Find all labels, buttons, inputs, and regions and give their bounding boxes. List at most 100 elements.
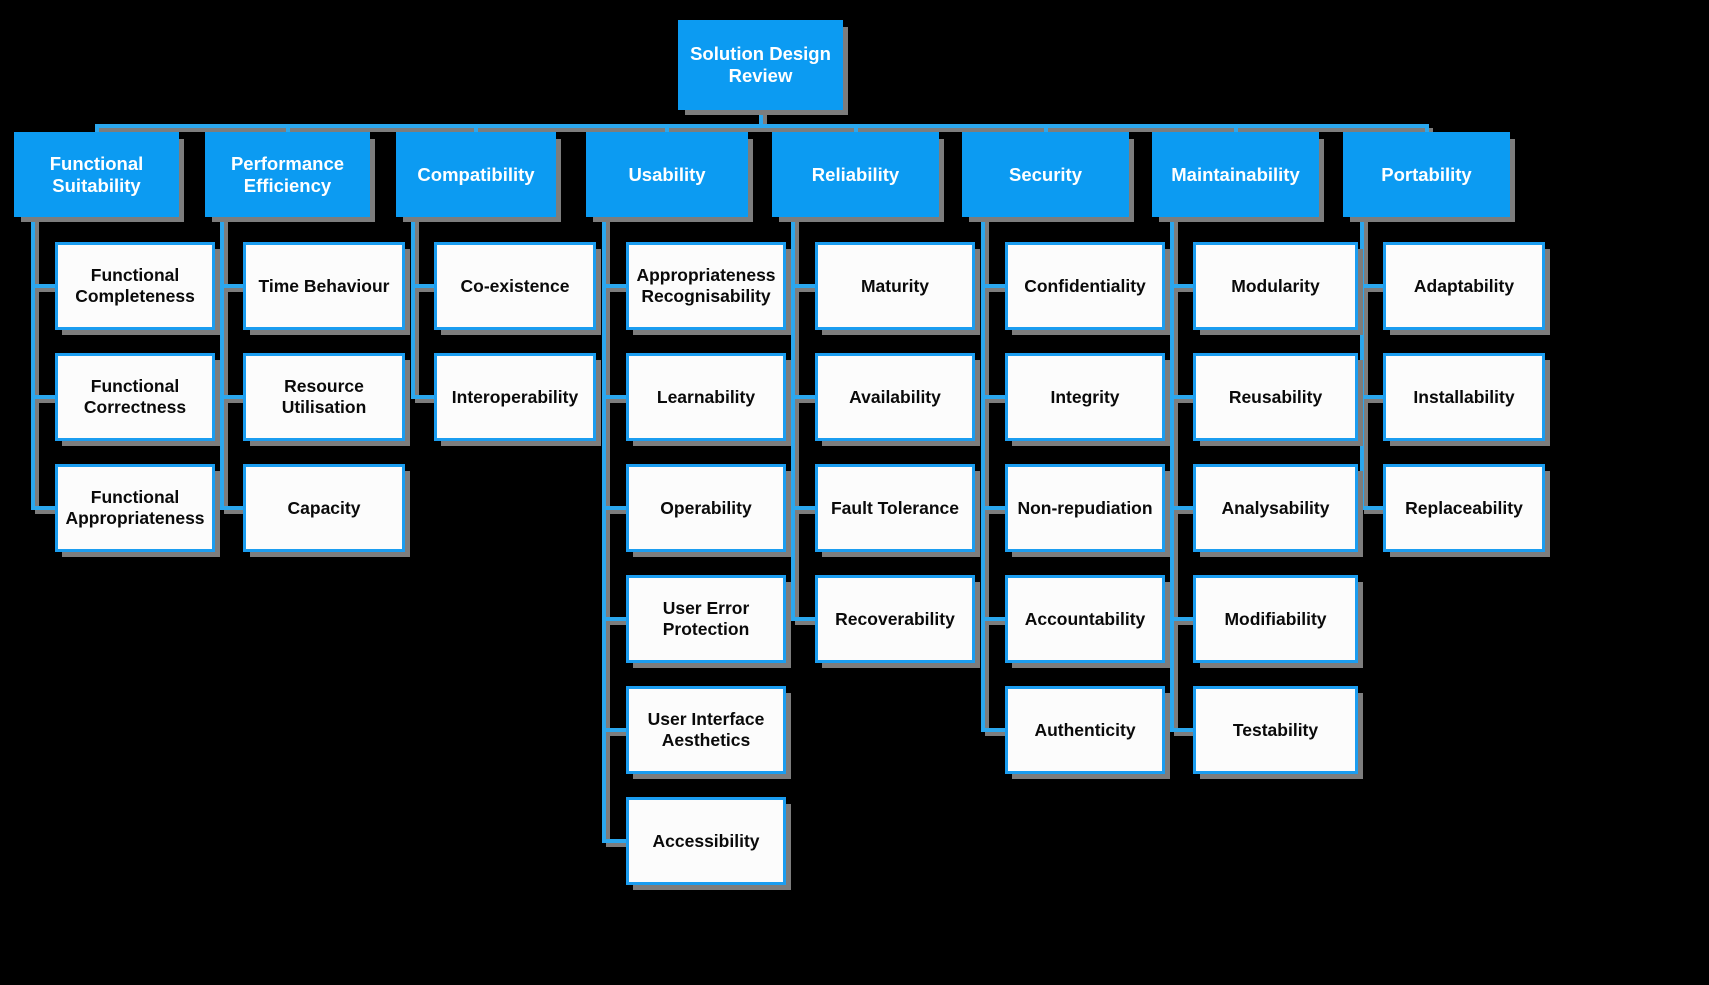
child-elbow-usability-3 [602, 617, 626, 621]
leaf-node-functional-suitability-2-label: Functional Appropriateness [65, 487, 205, 528]
leaf-node-usability-1[interactable]: Learnability [626, 353, 786, 441]
leaf-node-reliability-0-label: Maturity [860, 275, 930, 296]
child-elbow-portability-1 [1360, 395, 1383, 399]
root-node[interactable]: Solution Design Review [678, 20, 843, 110]
child-elbow-reliability-0 [791, 284, 815, 288]
leaf-node-performance-efficiency-2[interactable]: Capacity [243, 464, 405, 552]
leaf-node-functional-suitability-0-label: Functional Completeness [75, 265, 195, 306]
category-node-portability-label: Portability [1381, 163, 1472, 185]
leaf-node-performance-efficiency-0-label: Time Behaviour [258, 275, 390, 296]
leaf-node-reliability-3-label: Recoverability [835, 608, 955, 629]
leaf-node-compatibility-1[interactable]: Interoperability [434, 353, 596, 441]
child-elbow-usability-1-shadow [606, 399, 630, 403]
child-elbow-portability-2-shadow [1364, 510, 1387, 514]
leaf-node-reliability-3[interactable]: Recoverability [815, 575, 975, 663]
leaf-node-maintainability-3[interactable]: Modifiability [1193, 575, 1358, 663]
leaf-node-maintainability-4[interactable]: Testability [1193, 686, 1358, 774]
category-drop-functional-suitability [95, 124, 99, 132]
root-trunk-shadow [763, 114, 767, 130]
child-stem-portability-shadow [1364, 221, 1368, 514]
child-elbow-functional-suitability-0 [31, 284, 55, 288]
category-node-usability[interactable]: Usability [586, 132, 748, 217]
leaf-node-performance-efficiency-0[interactable]: Time Behaviour [243, 242, 405, 330]
child-elbow-maintainability-2-shadow [1174, 510, 1197, 514]
child-stem-security [981, 217, 985, 732]
leaf-node-portability-2[interactable]: Replaceability [1383, 464, 1545, 552]
category-drop-portability [1425, 124, 1429, 132]
leaf-node-functional-suitability-0[interactable]: Functional Completeness [55, 242, 215, 330]
leaf-node-usability-3[interactable]: User Error Protection [626, 575, 786, 663]
leaf-node-portability-1[interactable]: Installability [1383, 353, 1545, 441]
child-elbow-security-0 [981, 284, 1005, 288]
leaf-node-maintainability-0[interactable]: Modularity [1193, 242, 1358, 330]
child-elbow-maintainability-0-shadow [1174, 288, 1197, 292]
child-elbow-functional-suitability-1-shadow [35, 399, 59, 403]
child-elbow-reliability-3 [791, 617, 815, 621]
child-elbow-functional-suitability-2-shadow [35, 510, 59, 514]
leaf-node-usability-2-label: Operability [660, 497, 752, 518]
category-node-functional-suitability[interactable]: Functional Suitability [14, 132, 179, 217]
child-elbow-usability-1 [602, 395, 626, 399]
child-elbow-usability-5 [602, 839, 626, 843]
child-elbow-security-2-shadow [985, 510, 1009, 514]
leaf-node-maintainability-1[interactable]: Reusability [1193, 353, 1358, 441]
child-elbow-usability-2-shadow [606, 510, 630, 514]
child-elbow-functional-suitability-0-shadow [35, 288, 59, 292]
category-node-compatibility[interactable]: Compatibility [396, 132, 556, 217]
leaf-node-usability-4[interactable]: User Interface Aesthetics [626, 686, 786, 774]
child-elbow-reliability-1 [791, 395, 815, 399]
leaf-node-reliability-0[interactable]: Maturity [815, 242, 975, 330]
child-elbow-performance-efficiency-2 [220, 506, 243, 510]
child-elbow-security-4-shadow [985, 732, 1009, 736]
child-stem-usability [602, 217, 606, 843]
category-node-maintainability-label: Maintainability [1171, 163, 1300, 185]
leaf-node-maintainability-1-label: Reusability [1228, 386, 1323, 407]
child-elbow-compatibility-0-shadow [415, 288, 438, 292]
child-elbow-performance-efficiency-1 [220, 395, 243, 399]
leaf-node-security-4[interactable]: Authenticity [1005, 686, 1165, 774]
category-node-security[interactable]: Security [962, 132, 1129, 217]
child-elbow-security-4 [981, 728, 1005, 732]
leaf-node-security-0[interactable]: Confidentiality [1005, 242, 1165, 330]
child-elbow-performance-efficiency-2-shadow [224, 510, 247, 514]
leaf-node-compatibility-0[interactable]: Co-existence [434, 242, 596, 330]
category-bus [95, 124, 1429, 128]
child-elbow-performance-efficiency-1-shadow [224, 399, 247, 403]
leaf-node-usability-2[interactable]: Operability [626, 464, 786, 552]
leaf-node-maintainability-3-label: Modifiability [1224, 608, 1327, 629]
leaf-node-security-3[interactable]: Accountability [1005, 575, 1165, 663]
child-elbow-maintainability-2 [1170, 506, 1193, 510]
leaf-node-functional-suitability-2[interactable]: Functional Appropriateness [55, 464, 215, 552]
leaf-node-reliability-1[interactable]: Availability [815, 353, 975, 441]
category-node-portability[interactable]: Portability [1343, 132, 1510, 217]
child-stem-functional-suitability [31, 217, 35, 510]
leaf-node-reliability-2[interactable]: Fault Tolerance [815, 464, 975, 552]
child-elbow-performance-efficiency-0 [220, 284, 243, 288]
category-node-reliability[interactable]: Reliability [772, 132, 939, 217]
child-elbow-reliability-2 [791, 506, 815, 510]
category-drop-compatibility [474, 124, 478, 132]
leaf-node-functional-suitability-1[interactable]: Functional Correctness [55, 353, 215, 441]
leaf-node-maintainability-2[interactable]: Analysability [1193, 464, 1358, 552]
category-drop-performance-efficiency [286, 124, 290, 132]
child-elbow-security-0-shadow [985, 288, 1009, 292]
child-elbow-usability-4 [602, 728, 626, 732]
leaf-node-usability-5[interactable]: Accessibility [626, 797, 786, 885]
leaf-node-usability-0[interactable]: Appropriateness Recognisability [626, 242, 786, 330]
leaf-node-security-1[interactable]: Integrity [1005, 353, 1165, 441]
category-node-maintainability[interactable]: Maintainability [1152, 132, 1319, 217]
child-stem-usability-shadow [606, 221, 610, 847]
child-elbow-maintainability-3 [1170, 617, 1193, 621]
child-stem-security-shadow [985, 221, 989, 736]
child-elbow-reliability-0-shadow [795, 288, 819, 292]
child-stem-compatibility-shadow [415, 221, 419, 403]
leaf-node-portability-0[interactable]: Adaptability [1383, 242, 1545, 330]
child-elbow-usability-3-shadow [606, 621, 630, 625]
child-elbow-compatibility-1 [411, 395, 434, 399]
leaf-node-performance-efficiency-1[interactable]: Resource Utilisation [243, 353, 405, 441]
child-elbow-security-1-shadow [985, 399, 1009, 403]
category-drop-maintainability [1234, 124, 1238, 132]
leaf-node-security-2[interactable]: Non-repudiation [1005, 464, 1165, 552]
category-node-performance-efficiency[interactable]: Performance Efficiency [205, 132, 370, 217]
category-drop-usability [665, 124, 669, 132]
